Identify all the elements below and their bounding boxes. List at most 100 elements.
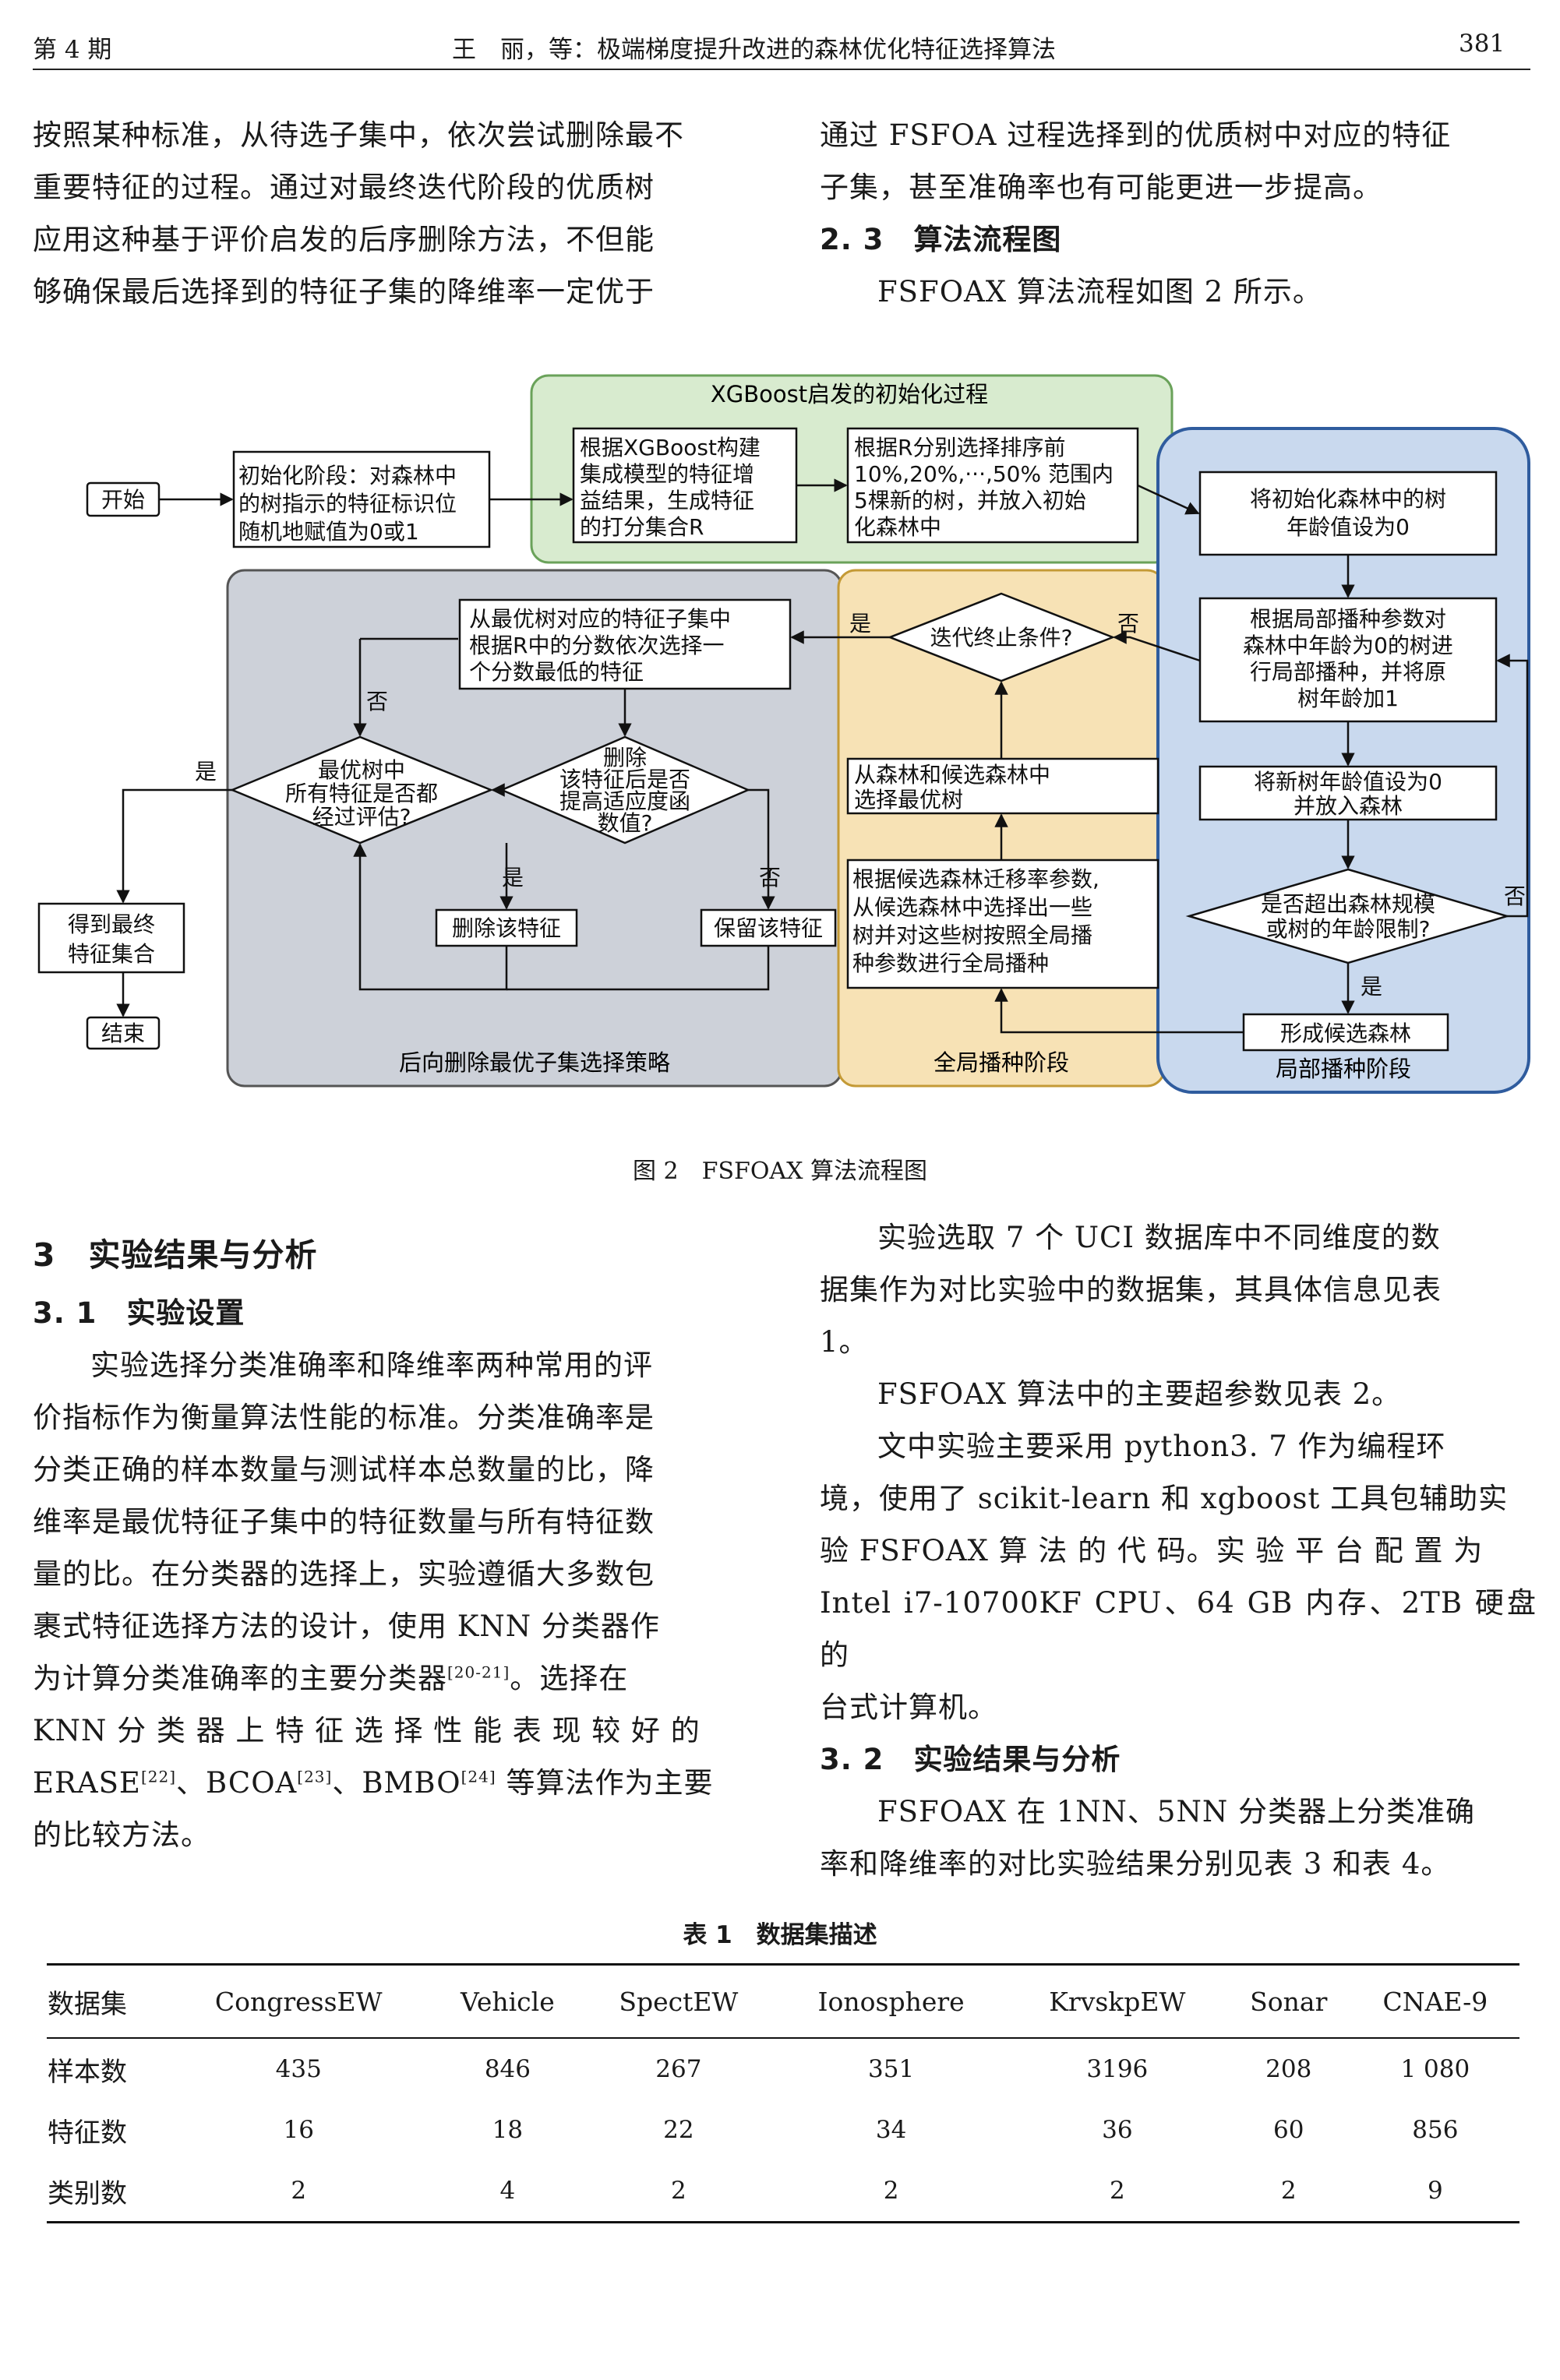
end-node xyxy=(86,1016,161,1050)
section-2-3-heading: 2. 3 算法流程图 xyxy=(820,223,1062,256)
age0-text: 年龄值设为0 xyxy=(1286,514,1410,540)
table-cell: 36 xyxy=(1102,2116,1133,2144)
limit-text: 或树的年龄限制? xyxy=(1266,916,1431,942)
text-line: ERASE[22]、BCOA[23]、BMBO[24] 等算法作为主要 xyxy=(33,1766,714,1800)
citation: [20-21] xyxy=(447,1662,510,1682)
r-select-box xyxy=(846,427,1139,544)
text-line: 实验选择分类准确率和降维率两种常用的评 xyxy=(90,1349,653,1382)
dataset-table: 数据集 CongressEW Vehicle SpectEW Ionospher… xyxy=(47,1963,1519,2223)
arrow xyxy=(748,788,775,910)
text-line: 重要特征的过程。通过对最终迭代阶段的优质树 xyxy=(33,171,655,204)
text-line: Intel i7-10700KF CPU、64 GB 内存、2TB 硬盘的 xyxy=(820,1586,1537,1672)
delete-decision xyxy=(499,735,751,844)
table-row: 类别数 2 4 2 2 2 2 9 xyxy=(47,2160,1519,2223)
panel-green-label: XGBoost启发的初始化过程 xyxy=(711,381,988,407)
rsel-text: 5棵新的树，并放入初始 xyxy=(854,488,1086,513)
connector xyxy=(506,946,770,991)
table-cell: 16 xyxy=(283,2116,314,2144)
global-seeding-box xyxy=(846,859,1159,989)
section-3-heading: 3 实验结果与分析 xyxy=(33,1236,318,1274)
new-tree-age-box xyxy=(1198,765,1498,821)
no-label: 否 xyxy=(759,865,781,890)
text-line: 通过 FSFOA 过程选择到的优质树中对应的特征 xyxy=(820,118,1452,152)
end-label: 结束 xyxy=(101,1021,145,1046)
table-cell: 样本数 xyxy=(48,2056,127,2088)
figure-caption: 图 2 FSFOAX 算法流程图 xyxy=(633,1158,927,1185)
init-box xyxy=(232,450,491,548)
table-header-cell: 数据集 xyxy=(47,1963,165,2039)
table-header-cell: CNAE-9 xyxy=(1350,1963,1519,2039)
local-text: 树年龄加1 xyxy=(1297,686,1399,711)
evald-text: 最优树中 xyxy=(318,757,405,783)
global-text: 从候选森林中选择出一些 xyxy=(852,894,1092,920)
text-line: 够确保最后选择到的特征子集的降维率一定优于 xyxy=(33,275,655,309)
cand-text: 形成候选森林 xyxy=(1280,1021,1411,1046)
yes-label: 是 xyxy=(502,865,524,890)
table-cell: 2 xyxy=(583,2160,775,2223)
table-header-cell: Ionosphere xyxy=(774,1963,1008,2039)
final-text: 得到最终 xyxy=(68,911,155,937)
table-cell: 特征数 xyxy=(48,2117,127,2149)
table-cell: 1 080 xyxy=(1400,2055,1470,2083)
newage-text: 并放入森林 xyxy=(1294,793,1403,819)
table-cell: 4 xyxy=(432,2160,584,2223)
text-line: 率和降维率的对比实验结果分别见表 3 和表 4。 xyxy=(820,1847,1451,1881)
table-cell: 856 xyxy=(1412,2116,1459,2144)
xgb-gain-box xyxy=(572,427,798,544)
issue-number: 第 4 期 xyxy=(33,36,112,64)
text-line: 实验选取 7 个 UCI 数据库中不同维度的数 xyxy=(877,1221,1441,1254)
panel-orange-label: 全局播种阶段 xyxy=(934,1049,1069,1076)
best-feature-box xyxy=(458,598,792,690)
text-line: 台式计算机。 xyxy=(820,1691,997,1724)
table-cell: 60 xyxy=(1273,2116,1304,2144)
keep-text: 保留该特征 xyxy=(714,915,823,941)
table-row: 样本数 435 846 267 351 3196 208 1 080 xyxy=(47,2038,1519,2100)
keep-feature-box xyxy=(700,908,837,947)
deld-text: 删除 xyxy=(603,745,647,770)
yes-label: 是 xyxy=(195,759,217,785)
init-text: 初始化阶段：对森林中 xyxy=(238,463,457,488)
text-line: 1。 xyxy=(820,1325,869,1359)
table-cell: 846 xyxy=(484,2055,531,2083)
yes-label: 是 xyxy=(1361,974,1382,1000)
page-number: 381 xyxy=(1459,30,1505,58)
deld-text: 提高适应度函 xyxy=(559,788,690,814)
table-header-row: 数据集 CongressEW Vehicle SpectEW Ionospher… xyxy=(47,1963,1519,2039)
text-line: 据集作为对比实验中的数据集，其具体信息见表 xyxy=(820,1273,1442,1306)
eval-decision xyxy=(229,735,494,844)
text-line: FSFOAX 算法中的主要超参数见表 2。 xyxy=(877,1377,1402,1411)
text-line: FSFOAX 算法流程如图 2 所示。 xyxy=(877,275,1322,309)
stop-text: 迭代终止条件? xyxy=(930,625,1073,651)
table-header-cell: SpectEW xyxy=(583,1963,775,2039)
final-text: 特征集合 xyxy=(68,941,155,967)
text-line: 境，使用了 scikit-learn 和 xgboost 工具包辅助实 xyxy=(820,1482,1509,1515)
newage-text: 将新树年龄值设为0 xyxy=(1254,769,1442,795)
table-cell: 435 xyxy=(275,2055,322,2083)
text-line: KNN 分 类 器 上 特 征 选 择 性 能 表 现 较 好 的 xyxy=(33,1714,701,1747)
arrow xyxy=(1113,630,1201,662)
local-seeding-box xyxy=(1198,597,1498,723)
local-text: 根据局部播种参数对 xyxy=(1250,606,1446,632)
rsel-text: 10%,20%,···,50% 范围内 xyxy=(854,461,1114,487)
running-title: 王 丽，等：极端梯度提升改进的森林优化特征选择算法 xyxy=(452,36,1056,64)
text-line: 价指标作为衡量算法性能的标准。分类准确率是 xyxy=(33,1401,655,1434)
bestfeat-text: 根据R中的分数依次选择一 xyxy=(469,633,724,658)
table-cell: 18 xyxy=(492,2116,524,2144)
citation: [22] xyxy=(140,1767,177,1786)
text-line: 分类正确的样本数量与测试样本总数量的比，降 xyxy=(33,1453,655,1486)
table-cell: 类别数 xyxy=(47,2160,165,2223)
candidate-forest-box xyxy=(1242,1013,1449,1052)
table-header-cell: Sonar xyxy=(1226,1963,1351,2039)
bestfeat-text: 从最优树对应的特征子集中 xyxy=(469,606,731,632)
global-text: 树并对这些树按照全局播 xyxy=(852,922,1092,948)
top-right-text: 通过 FSFOA 过程选择到的优质树中对应的特征 子集，甚至准确率也有可能更进一… xyxy=(820,109,1537,318)
rsel-text: 根据R分别选择排序前 xyxy=(854,435,1065,460)
deld-text: 该特征后是否 xyxy=(559,767,690,792)
best-text: 从森林和候选森林中 xyxy=(854,762,1050,788)
yes-label: 是 xyxy=(849,611,871,636)
table-cell: 9 xyxy=(1350,2160,1519,2223)
arrow xyxy=(1496,654,1529,918)
del-text: 删除该特征 xyxy=(452,915,561,941)
final-set-box xyxy=(37,902,185,974)
citation: [24] xyxy=(461,1767,496,1786)
